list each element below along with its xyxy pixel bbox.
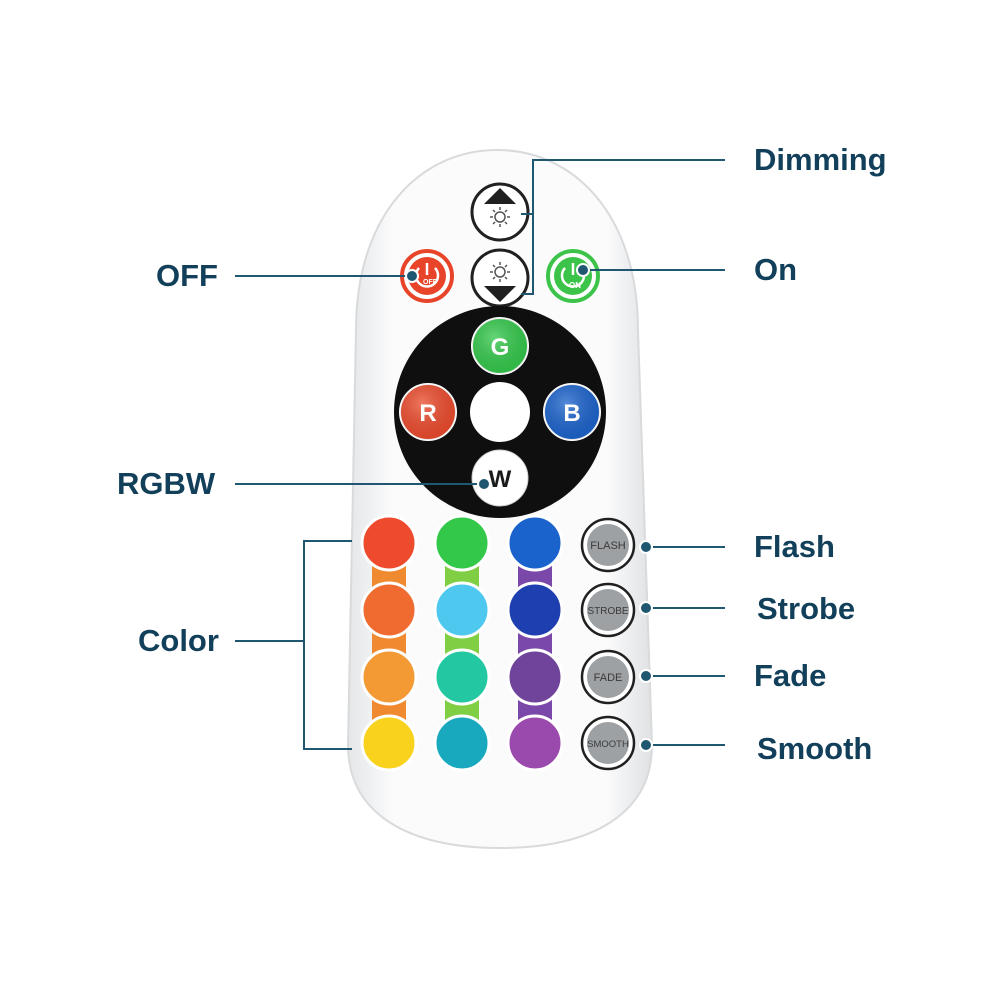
color-button[interactable] <box>506 714 564 772</box>
dim-up-button[interactable] <box>470 182 530 242</box>
sun-icon <box>490 262 510 282</box>
sun-icon <box>490 207 510 227</box>
fade-button[interactable]: FADE <box>580 649 636 705</box>
r-button-label: R <box>419 400 436 427</box>
center-button[interactable] <box>470 382 530 442</box>
dimming-leader <box>521 159 725 295</box>
color-button[interactable] <box>433 648 491 706</box>
fade-button-label: FADE <box>594 672 623 684</box>
off-leader-dot <box>405 269 419 283</box>
dimming-label: Dimming <box>754 142 887 177</box>
rgbw-leader-dot <box>477 477 491 491</box>
color-button[interactable] <box>506 648 564 706</box>
color-grid <box>360 514 564 772</box>
strobe-button-label: STROBE <box>587 606 628 617</box>
flash-leader-dot <box>639 540 653 554</box>
w-button-label: W <box>489 466 512 493</box>
g-button-label: G <box>491 334 510 361</box>
smooth-button[interactable]: SMOOTH <box>580 715 636 771</box>
dim-down-button[interactable] <box>470 248 530 308</box>
strobe-button[interactable]: STROBE <box>580 582 636 638</box>
color-column-strip <box>372 543 406 743</box>
flash-label: Flash <box>754 529 835 564</box>
b-button-label: B <box>563 400 580 427</box>
color-button[interactable] <box>433 714 491 772</box>
r-button[interactable]: R <box>399 383 457 441</box>
leader-dots <box>405 263 653 752</box>
off-button-text: OFF <box>423 279 438 286</box>
g-button[interactable]: G <box>471 317 529 375</box>
on-button[interactable]: ON <box>546 249 600 303</box>
on-leader-dot <box>576 263 590 277</box>
flash-button-label: FLASH <box>590 540 626 552</box>
color-button[interactable] <box>360 514 418 572</box>
color-button[interactable] <box>506 581 564 639</box>
color-column-strip <box>518 543 552 743</box>
smooth-label: Smooth <box>757 731 873 766</box>
color-button[interactable] <box>433 514 491 572</box>
w-button[interactable]: W <box>471 449 529 507</box>
smooth-button-label: SMOOTH <box>587 739 629 750</box>
color-column-strip <box>445 543 479 743</box>
color-button[interactable] <box>360 581 418 639</box>
color-button[interactable] <box>433 581 491 639</box>
b-button[interactable]: B <box>543 383 601 441</box>
rgbw-label: RGBW <box>117 466 216 501</box>
leader-lines <box>235 159 725 750</box>
color-button[interactable] <box>506 514 564 572</box>
fade-leader-dot <box>639 669 653 683</box>
on-button-text: ON <box>569 281 581 290</box>
fade-label: Fade <box>754 658 827 693</box>
color-label: Color <box>138 623 219 658</box>
flash-button[interactable]: FLASH <box>580 517 636 573</box>
on-label: On <box>754 252 798 287</box>
color-button[interactable] <box>360 714 418 772</box>
smooth-leader-dot <box>639 738 653 752</box>
strobe-leader-dot <box>639 601 653 615</box>
color-bracket <box>303 540 352 750</box>
strobe-label: Strobe <box>757 591 856 626</box>
color-button[interactable] <box>360 648 418 706</box>
off-button[interactable]: OFF <box>400 249 454 303</box>
off-label: OFF <box>156 258 218 293</box>
